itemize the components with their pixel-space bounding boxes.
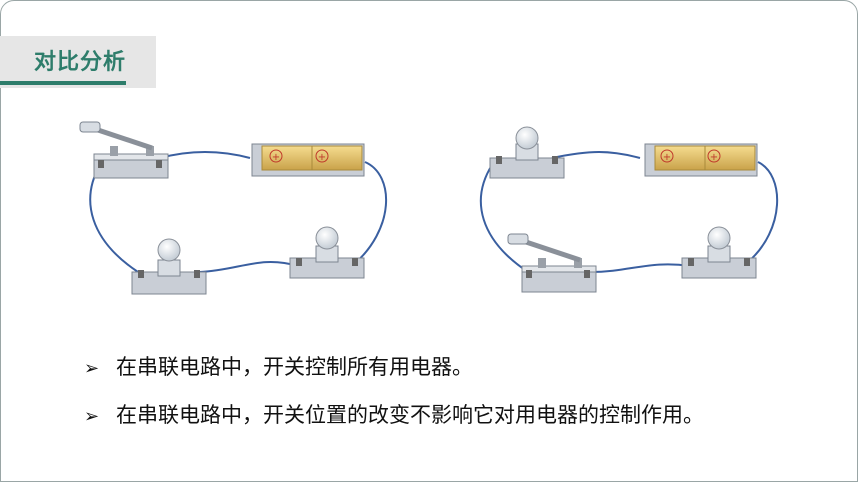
knife-switch-right (507, 233, 597, 293)
svg-text:+: + (318, 152, 326, 163)
right-circuit: + + (479, 126, 778, 293)
title-banner (0, 36, 156, 88)
title-underline (0, 81, 126, 85)
svg-text:+: + (663, 152, 671, 163)
bullet-text: 在串联电路中，开关控制所有用电器。 (116, 355, 473, 379)
page-title: 对比分析 (34, 50, 127, 75)
bullet-list: ➢ 在串联电路中，开关控制所有用电器。 ➢ 在串联电路中，开关位置的改变不影响它对用… (84, 352, 704, 448)
battery-pack-right: + + (644, 143, 758, 177)
knife-switch-left (79, 121, 169, 179)
bullet-item: ➢ 在串联电路中，开关位置的改变不影响它对用电器的控制作用。 (84, 400, 704, 448)
svg-text:+: + (272, 152, 280, 163)
bulb-right-top (489, 126, 565, 179)
bullet-text: 在串联电路中，开关位置的改变不影响它对用电器的控制作用。 (116, 403, 704, 427)
left-circuit: + + (79, 121, 387, 295)
arrow-bullet-icon: ➢ (84, 406, 100, 427)
bullet-item: ➢ 在串联电路中，开关控制所有用电器。 (84, 352, 704, 400)
svg-text:+: + (710, 152, 718, 163)
bulb-right-right (681, 226, 757, 279)
arrow-bullet-icon: ➢ (84, 358, 100, 379)
bulb-left-right (289, 226, 365, 279)
battery-pack-left: + + (251, 143, 365, 177)
bulb-left-bottom (131, 238, 207, 295)
